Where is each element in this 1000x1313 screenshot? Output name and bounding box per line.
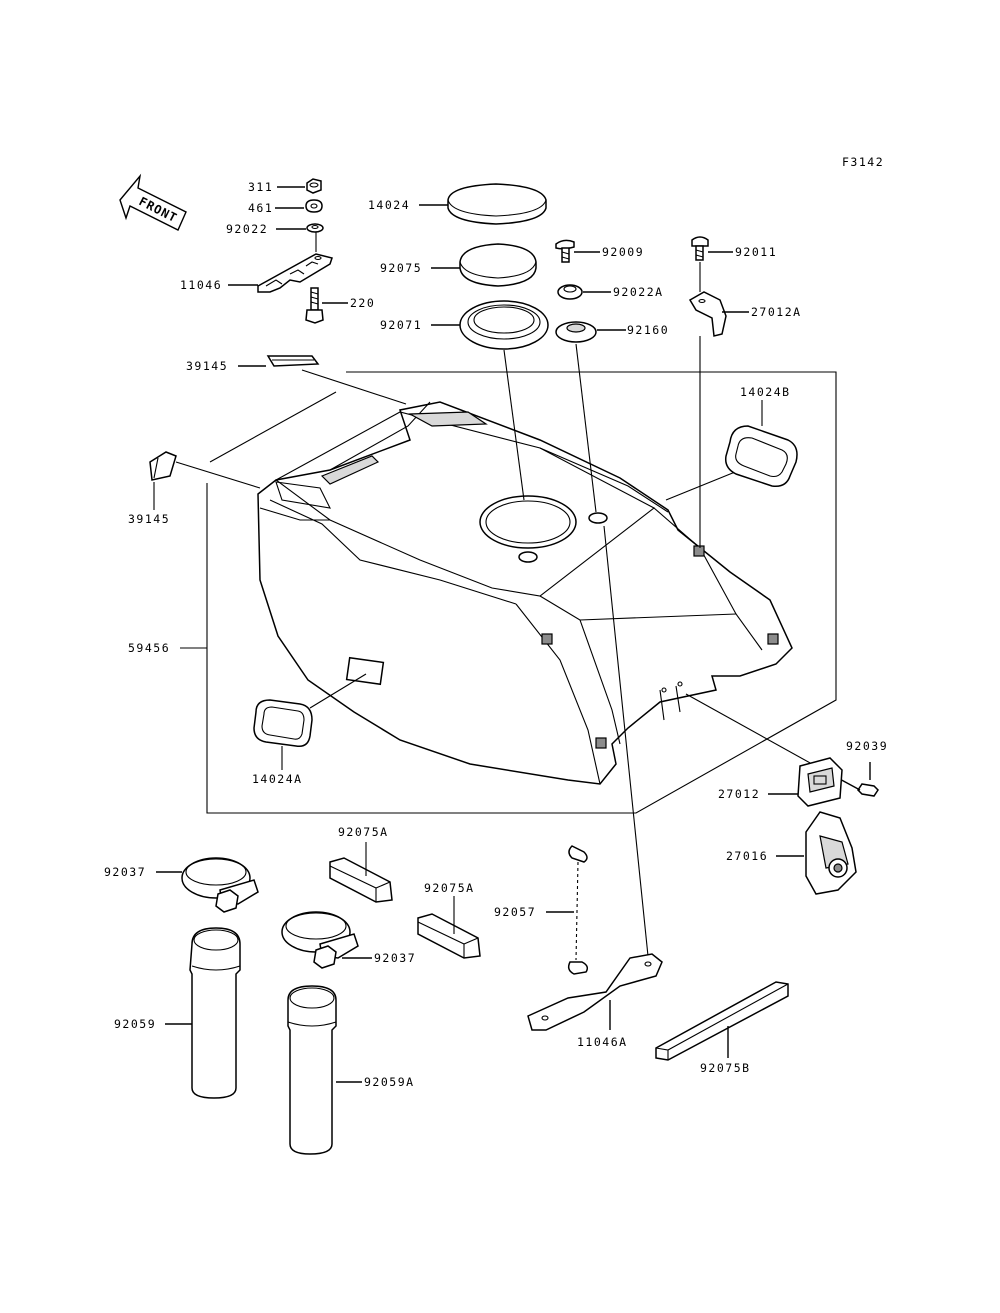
grommet-92071 <box>459 300 549 350</box>
strap-11046A <box>527 953 663 1031</box>
pad-92075B <box>655 981 789 1061</box>
screw-92009 <box>555 239 575 263</box>
cap-14024 <box>447 183 547 225</box>
pad-92075A-upper <box>329 857 393 903</box>
bolt-220 <box>305 287 324 324</box>
label-11046: 11046 <box>180 278 222 292</box>
label-92160: 92160 <box>627 323 669 337</box>
tube-92059 <box>189 927 241 1099</box>
grommet-14024A <box>253 699 313 748</box>
label-92075A-upper: 92075A <box>338 825 389 839</box>
label-311: 311 <box>248 180 273 194</box>
label-92075B: 92075B <box>700 1061 751 1075</box>
strip-39145 <box>266 355 320 367</box>
tube-92059A <box>287 985 337 1155</box>
label-220: 220 <box>350 296 375 310</box>
clip-27012A <box>688 291 727 337</box>
label-39145: 39145 <box>186 359 228 373</box>
label-59456: 59456 <box>128 641 170 655</box>
figure-code: F3142 <box>842 155 884 169</box>
label-92071: 92071 <box>380 318 422 332</box>
chain-92057 <box>567 845 589 975</box>
pad-92075 <box>459 243 537 287</box>
front-arrow-icon: FRONT <box>119 173 187 231</box>
washer-92022 <box>306 223 324 233</box>
bracket-11046 <box>257 253 333 293</box>
label-11046A: 11046A <box>577 1035 628 1049</box>
bolt-92011 <box>691 236 709 261</box>
label-92011: 92011 <box>735 245 777 259</box>
label-92037-middle: 92037 <box>374 951 416 965</box>
label-92059: 92059 <box>114 1017 156 1031</box>
grommet-92160 <box>555 321 597 343</box>
label-27012: 27012 <box>718 787 760 801</box>
pad-92075A-lower <box>417 913 481 959</box>
grommet-92022A <box>557 284 583 300</box>
label-461: 461 <box>248 201 273 215</box>
label-92022A: 92022A <box>613 285 664 299</box>
label-92039: 92039 <box>846 739 888 753</box>
clamp-92037-left <box>181 857 259 913</box>
assembly-bracket <box>206 371 837 814</box>
label-27016: 27016 <box>726 849 768 863</box>
block-39145 <box>149 451 177 481</box>
grommet-14024B <box>724 425 798 488</box>
label-92009: 92009 <box>602 245 644 259</box>
label-92022: 92022 <box>226 222 268 236</box>
clip-27012 <box>797 757 843 807</box>
washer-461 <box>305 199 323 213</box>
label-27012A: 27012A <box>751 305 802 319</box>
latch-27016 <box>805 811 857 895</box>
label-14024: 14024 <box>368 198 410 212</box>
clamp-92037-middle <box>281 911 359 969</box>
label-14024A: 14024A <box>252 772 303 786</box>
label-92075A-lower: 92075A <box>424 881 475 895</box>
label-92075: 92075 <box>380 261 422 275</box>
nut-311 <box>306 178 322 194</box>
label-92057: 92057 <box>494 905 536 919</box>
label-92037-left: 92037 <box>104 865 146 879</box>
label-39145b: 39145 <box>128 512 170 526</box>
fuel-tank-cover-59456 <box>257 401 793 785</box>
label-92059A: 92059A <box>364 1075 415 1089</box>
label-14024B: 14024B <box>740 385 791 399</box>
